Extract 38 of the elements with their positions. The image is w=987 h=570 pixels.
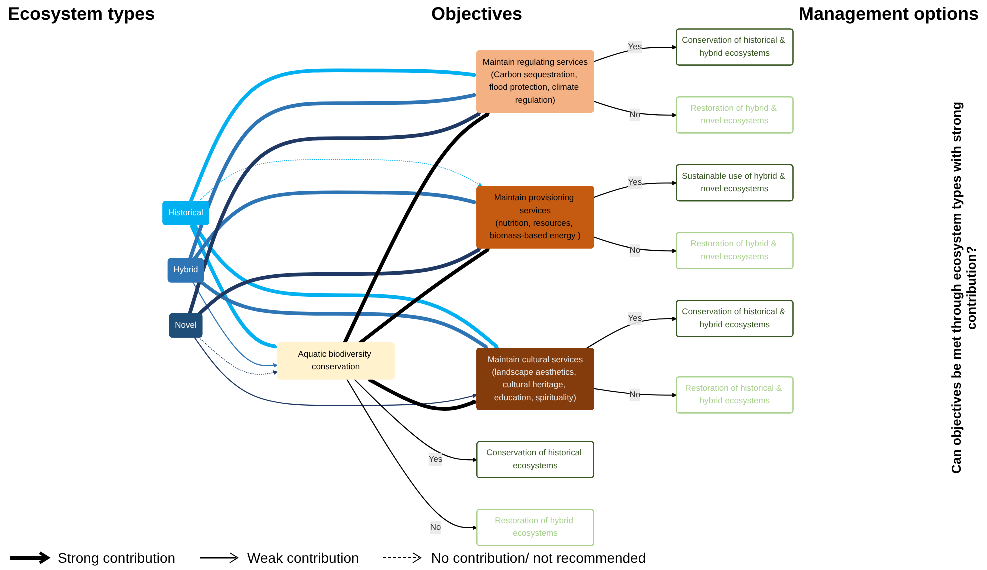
column-heading: Ecosystem types: [8, 4, 156, 25]
legend-text: Strong contribution: [58, 550, 176, 566]
arrow: [188, 93, 478, 260]
arrow: [188, 112, 482, 315]
arrow: [594, 180, 678, 198]
arrow: [594, 388, 678, 398]
edge-label: No: [430, 522, 442, 532]
arrow: [198, 248, 482, 316]
arrow: [594, 236, 678, 254]
arrow: [194, 190, 478, 260]
arrow: [194, 337, 478, 406]
question-text: Can objectives be met through ecosystem types with strong contribution?: [949, 100, 979, 476]
arrow: [198, 159, 484, 202]
arrow: [346, 379, 478, 530]
arrow: [586, 316, 678, 350]
column-heading: Objectives: [432, 4, 523, 25]
edge-label: No: [630, 110, 641, 120]
arrow: [358, 248, 491, 345]
legend-text: Weak contribution: [248, 550, 360, 566]
edge-label: Yes: [429, 455, 443, 464]
arrow: [198, 337, 278, 376]
column-heading: Management options: [798, 4, 979, 25]
arrow: [189, 68, 478, 203]
edge-label: No: [630, 390, 641, 400]
arrow: [343, 112, 491, 344]
arrow: [192, 282, 278, 368]
arrow: [190, 224, 278, 349]
arrow: [368, 378, 478, 412]
arrow: [193, 224, 500, 349]
legend-text: No contribution/ not recommended: [431, 550, 646, 566]
edge-label: Yes: [628, 178, 642, 188]
arrow: [594, 45, 678, 62]
arrow: [594, 101, 678, 118]
arrow: [200, 280, 490, 350]
edge-label: Yes: [628, 42, 642, 52]
edge-label: No: [630, 246, 641, 256]
edge-label: Yes: [628, 314, 642, 324]
arrow: [354, 379, 478, 462]
